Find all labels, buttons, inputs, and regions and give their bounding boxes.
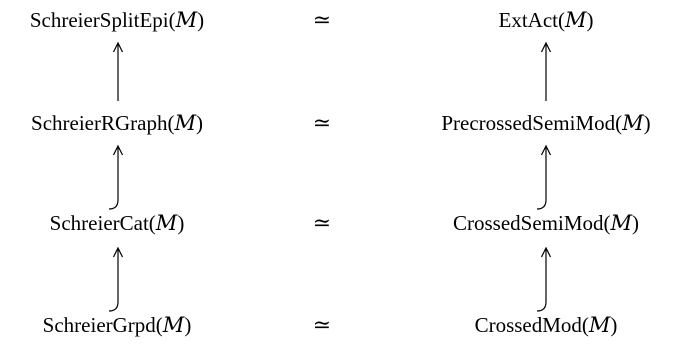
equivalence-symbol: ≃ — [312, 312, 332, 337]
node-name: PrecrossedSemiMod — [441, 111, 616, 135]
node-ext-act: ExtAct(M) — [498, 8, 594, 32]
node-arg: M — [610, 211, 633, 235]
node-name: SchreierCat — [49, 211, 149, 235]
node-name: SchreierRGraph — [31, 111, 168, 135]
node-schreier-grpd: SchreierGrpd(M) — [42, 313, 192, 337]
right-arrow-inclusion-bottom — [536, 246, 552, 312]
node-name: SchreierGrpd — [42, 313, 156, 337]
left-arrow-plain-top — [112, 41, 124, 101]
node-precrossed-semimod: PrecrossedSemiMod(M) — [441, 111, 651, 135]
right-arrow-plain-top — [540, 41, 552, 101]
node-crossed-mod: CrossedMod(M) — [474, 313, 618, 337]
equivalence-symbol: ≃ — [312, 210, 332, 235]
node-name: ExtAct — [498, 8, 558, 32]
node-arg: M — [588, 313, 611, 337]
equivalence-symbol: ≃ — [312, 7, 332, 32]
node-name: CrossedSemiMod — [452, 211, 604, 235]
node-arg: M — [174, 111, 196, 135]
left-arrow-inclusion-bottom — [108, 246, 124, 312]
node-crossed-semimod: CrossedSemiMod(M) — [452, 211, 640, 235]
node-arg: M — [155, 211, 178, 235]
equivalence-symbol: ≃ — [312, 110, 332, 135]
node-name: SchreierSplitEpi — [29, 8, 169, 32]
node-name: CrossedMod — [474, 313, 582, 337]
node-schreier-rgraph: SchreierRGraph(M) — [31, 111, 203, 135]
node-arg: M — [622, 111, 644, 135]
node-arg: M — [162, 313, 185, 337]
right-arrow-inclusion-middle — [536, 144, 552, 210]
node-arg: M — [175, 8, 198, 32]
left-arrow-inclusion-middle — [108, 144, 124, 210]
node-schreier-split-epi: SchreierSplitEpi(M) — [29, 8, 205, 32]
node-arg: M — [564, 8, 587, 32]
node-schreier-cat: SchreierCat(M) — [49, 211, 185, 235]
